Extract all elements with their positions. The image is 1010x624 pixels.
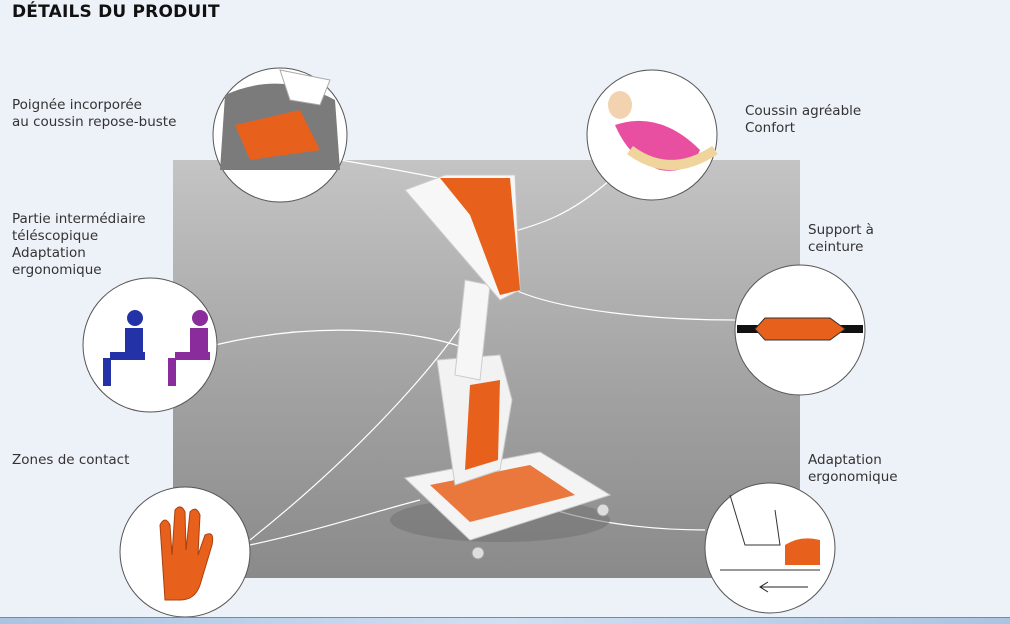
callout-telescopic-label: Partie intermédiaire téléscopique Adapta… xyxy=(12,211,146,278)
callout-contact-label: Zones de contact xyxy=(12,452,130,468)
callout-foot-label: Adaptation ergonomique xyxy=(808,452,898,485)
callout-handle-label: Poignée incorporée au coussin repose-bus… xyxy=(12,97,177,130)
callout-cushion-label: Coussin agréable Confort xyxy=(745,103,862,136)
telescopic-detail-circle xyxy=(82,277,218,413)
callout-belt-label: Support à ceinture xyxy=(808,222,874,255)
foot-detail-circle xyxy=(704,482,836,614)
bottom-border xyxy=(0,617,1010,624)
page-title: DÉTAILS DU PRODUIT xyxy=(12,2,220,22)
product-chair xyxy=(390,174,612,560)
